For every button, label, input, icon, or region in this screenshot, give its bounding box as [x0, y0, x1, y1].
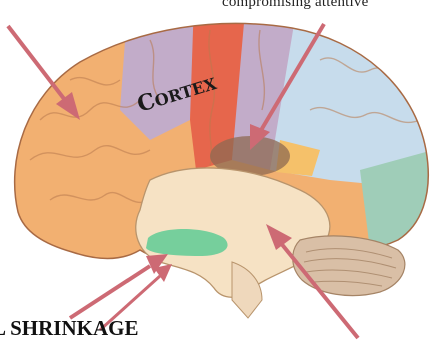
- arrow-hippocampus-1: [70, 266, 150, 318]
- bottom-caption: L SHRINKAGE: [0, 316, 138, 341]
- arrow-frontal: [8, 26, 68, 104]
- premotor-region: [120, 0, 196, 140]
